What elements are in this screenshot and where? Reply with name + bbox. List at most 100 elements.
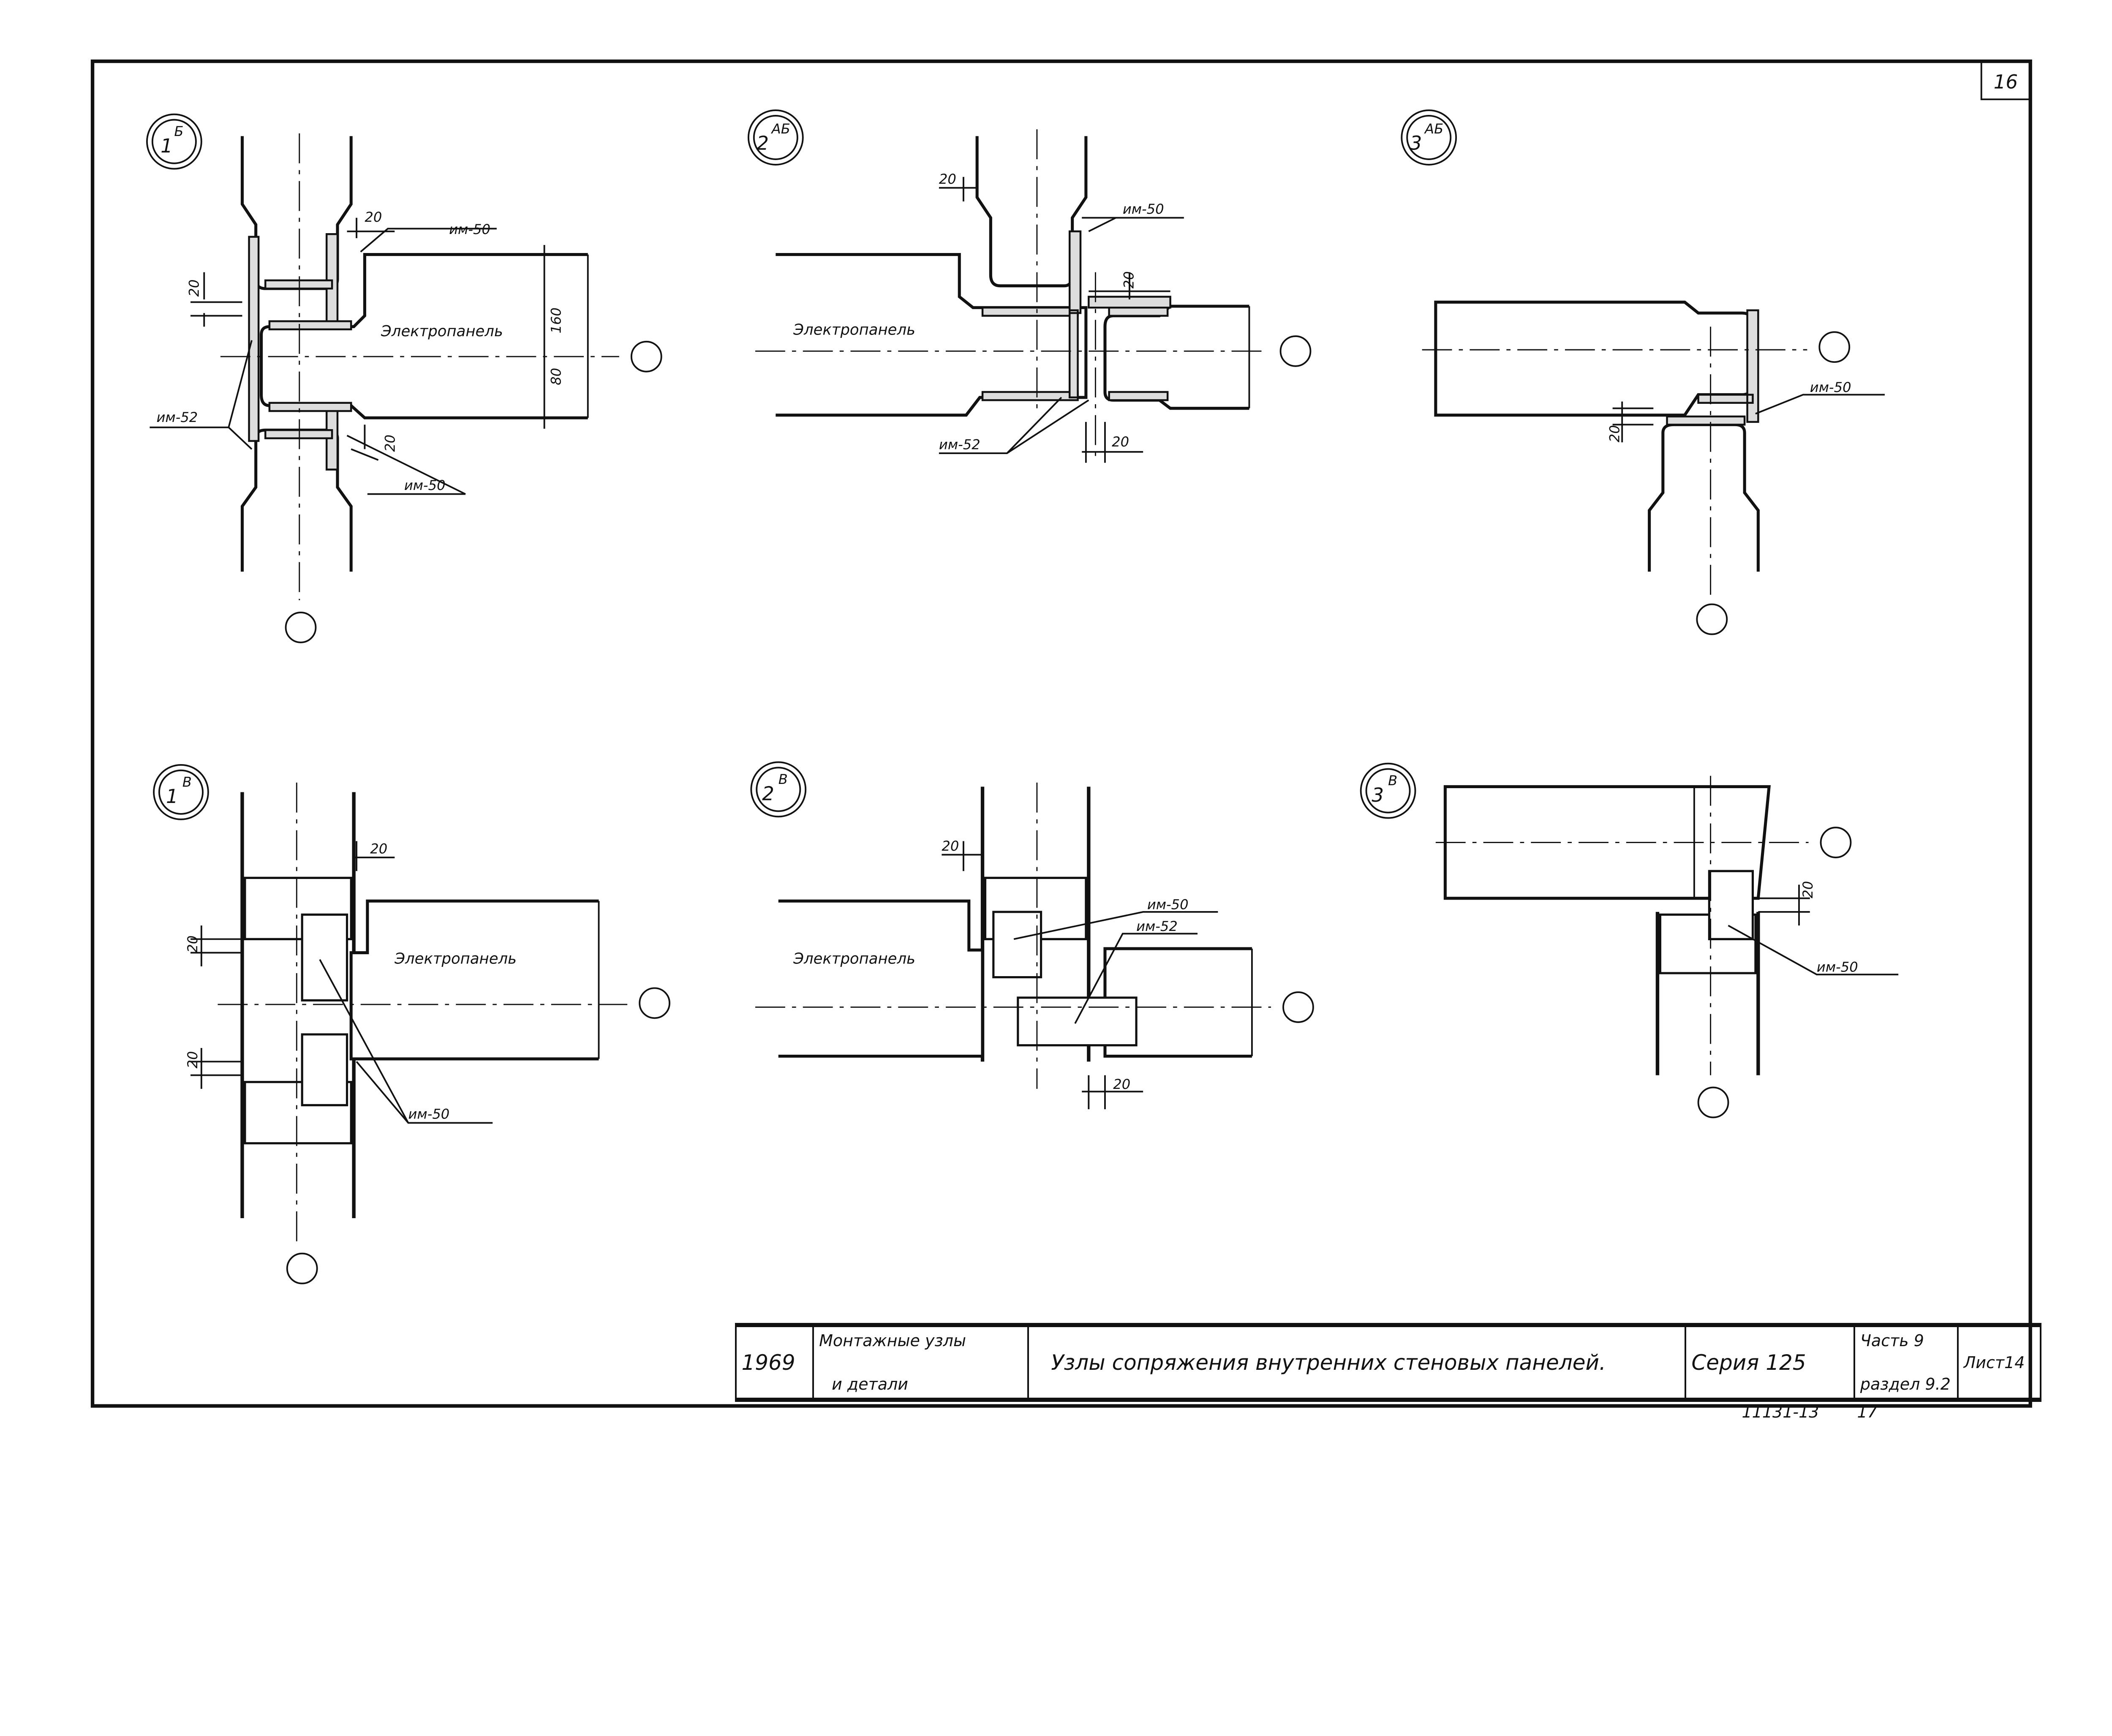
detail-number: 1 xyxy=(166,785,178,808)
axis-line-vertical xyxy=(1036,129,1096,463)
dimension-and-leader-lines xyxy=(150,218,589,495)
detail-marker xyxy=(750,761,807,818)
part-label-im50: им-50 xyxy=(1817,959,1858,975)
title-section-cell: Монтажные узлы и детали xyxy=(812,1327,1027,1398)
detail-1v: 1 В 20 20 Электропанель 20 им-50 xyxy=(153,764,670,1284)
drawing-frame: 16 xyxy=(90,59,2032,1408)
axis-marker xyxy=(639,987,670,1019)
lower-wall-panel xyxy=(1648,423,1760,572)
title-part-cell: Часть 9 раздел 9.2 xyxy=(1853,1327,1957,1398)
detail-number: 3 xyxy=(1410,132,1422,154)
axis-marker xyxy=(1697,1086,1729,1118)
embedded-plate-im50 xyxy=(1068,230,1171,399)
dimension-label: 20 xyxy=(1113,1076,1130,1092)
document-code-number: 17 xyxy=(1857,1403,1878,1422)
detail-suffix: В xyxy=(182,774,192,790)
panel-label: Электропанель xyxy=(381,323,503,340)
dimension-label: 20 xyxy=(1607,425,1623,442)
title-block: 1969 Монтажные узлы и детали Узлы сопряж… xyxy=(735,1323,2041,1402)
embedded-plate-im50 xyxy=(992,911,1042,979)
part-label-im50: им-50 xyxy=(1147,896,1189,912)
electro-panel xyxy=(349,899,599,1061)
title-section: и детали xyxy=(832,1375,908,1394)
detail-marker-inner xyxy=(158,769,204,815)
drawing-page: 16 1 Б 20 им-50 20 Электропанель 160 80 … xyxy=(90,59,2041,1421)
embedded-plate-im52 xyxy=(1017,996,1138,1047)
axis-marker xyxy=(1696,603,1728,635)
dimension-and-leader-lines xyxy=(939,177,1250,463)
dimension-label: 20 xyxy=(382,435,398,452)
title-year-cell: 1969 xyxy=(735,1327,813,1398)
title-subsection: раздел 9.2 xyxy=(1860,1375,1951,1394)
dimension-label: 20 xyxy=(185,936,201,953)
part-label-im52: им-52 xyxy=(1136,918,1178,934)
document-code: 11131-13 xyxy=(1742,1403,1819,1422)
detail-marker xyxy=(1360,762,1416,819)
axis-marker xyxy=(630,340,662,373)
detail-3v: 3 В 20 им-50 xyxy=(1360,762,1899,1118)
wall-panel-edges xyxy=(1655,912,1760,1075)
wall-panel-edges xyxy=(240,792,356,1218)
panel-label: Электропанель xyxy=(394,950,517,967)
dimension-label: 20 xyxy=(939,171,956,187)
detail-marker xyxy=(153,764,209,820)
axis-marker xyxy=(1279,335,1312,367)
detail-suffix: В xyxy=(1388,773,1397,789)
title-section: Монтажные узлы xyxy=(819,1331,966,1350)
embedded-plate xyxy=(264,279,352,439)
dimension-label: 80 xyxy=(548,368,564,385)
part-label-im50: им-50 xyxy=(404,477,446,493)
dimension-label: 20 xyxy=(1800,881,1816,898)
axis-marker xyxy=(1820,827,1852,858)
detail-number: 2 xyxy=(757,132,769,154)
drawing-title: Узлы сопряжения внутренних стеновых пане… xyxy=(1051,1350,1606,1375)
embedded-plate-im50 xyxy=(1708,870,1754,940)
axis-marker xyxy=(285,612,317,643)
dimension-label: 20 xyxy=(1121,271,1137,288)
detail-marker-inner xyxy=(151,119,197,164)
wall-panel-block xyxy=(244,876,352,1145)
axis-marker xyxy=(286,1252,318,1284)
axis-marker xyxy=(1282,991,1314,1023)
dimension-and-leader-lines xyxy=(191,841,600,1124)
document-code-line: 11131-13 17 xyxy=(1742,1403,1878,1421)
detail-marker-inner xyxy=(1365,768,1411,814)
dimension-label: 20 xyxy=(942,838,959,854)
electro-panel xyxy=(778,899,984,1058)
detail-2ab: 2 АБ 20 им-50 20 Электропанель им-52 20 xyxy=(747,109,1312,463)
detail-marker-inner xyxy=(756,767,801,812)
dimension-label: 160 xyxy=(548,307,564,333)
title-series-cell: Серия 125 xyxy=(1685,1327,1853,1398)
detail-suffix: АБ xyxy=(1424,121,1443,137)
title-part: Часть 9 xyxy=(1860,1331,1924,1350)
sheet-number: 16 xyxy=(1994,71,2018,93)
title-year: 1969 xyxy=(741,1350,795,1375)
dimension-label: 20 xyxy=(185,1051,201,1069)
dimension-and-leader-lines xyxy=(1728,884,1899,976)
detail-marker-inner xyxy=(753,114,798,160)
detail-3ab: 3 АБ им-50 20 xyxy=(1401,109,1885,635)
detail-suffix: В xyxy=(778,771,788,787)
dimension-and-leader-lines xyxy=(942,841,1253,1110)
embedded-plate-im50 xyxy=(301,913,348,1107)
part-label-im50: им-50 xyxy=(408,1106,449,1122)
embedded-plate-im52 xyxy=(248,236,260,442)
detail-marker-inner xyxy=(1406,114,1452,160)
title-sheet: Лист14 xyxy=(1963,1353,2025,1372)
detail-number: 3 xyxy=(1372,784,1384,806)
detail-suffix: АБ xyxy=(771,121,790,137)
title-sheet-cell: Лист14 xyxy=(1957,1327,2041,1398)
panel-label: Электропанель xyxy=(793,950,915,967)
dimension-label: 20 xyxy=(370,841,387,857)
part-label-im52: им-52 xyxy=(939,436,980,452)
panel-label: Электропанель xyxy=(793,321,915,339)
detail-1b: 1 Б 20 им-50 20 Электропанель 160 80 им-… xyxy=(146,113,662,643)
part-label-im50: им-50 xyxy=(1123,201,1164,217)
part-label-im52: им-52 xyxy=(156,409,198,425)
electro-panel xyxy=(776,253,1088,417)
dimension-label: 20 xyxy=(1112,434,1129,450)
detail-number: 1 xyxy=(161,135,173,157)
part-label-im50: им-50 xyxy=(1810,379,1851,395)
detail-2v: 2 В 20 им-50 им-52 Электропанель 20 xyxy=(750,761,1314,1110)
part-label-im50: им-50 xyxy=(449,221,490,237)
